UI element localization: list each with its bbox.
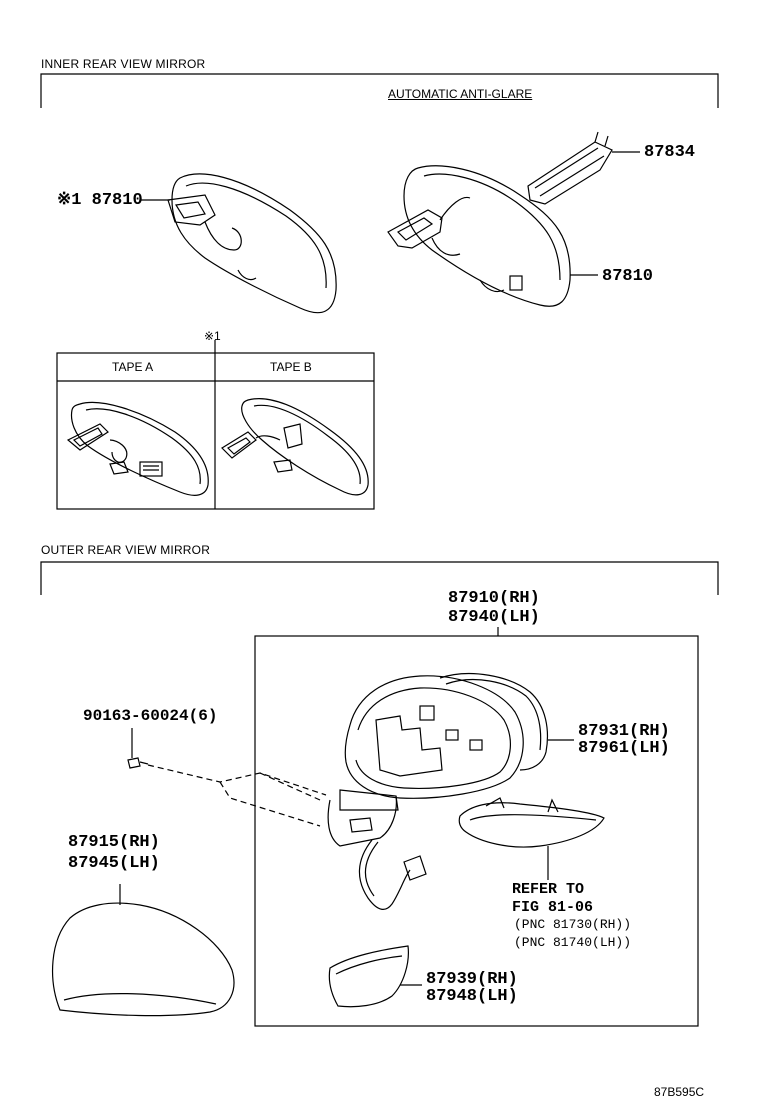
label-87810-auto: 87810 [602,267,654,286]
outer-section-title: OUTER REAR VIEW MIRROR [41,543,211,557]
tape-b-label: TAPE B [270,360,312,374]
inner-section-title: INNER REAR VIEW MIRROR [41,57,206,71]
figure-id: 87B595C [654,1085,705,1099]
tape-table [56,340,375,510]
label-87910-rh: 87910(RH) [448,589,540,608]
note-marker: ※1 [204,329,221,343]
refer-line-2: FIG 81-06 [512,899,594,916]
mirror-glass-87931 [439,672,574,771]
label-87948-lh: 87948(LH) [426,987,518,1006]
tape-a-label: TAPE A [112,360,154,374]
bracket-cover-87834 [527,131,640,205]
label-87810-standard: ※1 87810 [57,191,143,210]
refer-line-3: (PNC 81730(RH)) [514,917,632,932]
tape-a-mirror [66,401,209,496]
wire-harness [358,839,427,910]
tape-b-mirror [221,398,369,496]
outer-assembly-box [254,635,699,1027]
label-87834: 87834 [644,143,696,162]
label-87945-lh: 87945(LH) [68,854,160,873]
lower-cover-87939 [328,945,422,1008]
inner-mirror-auto [387,165,598,307]
label-87915-rh: 87915(RH) [68,833,160,852]
outer-mirror-body [327,675,524,847]
label-87939-rh: 87939(RH) [426,970,518,989]
label-screw-90163: 90163-60024(6) [83,707,218,725]
outer-section-bracket [40,561,719,595]
inner-section-bracket [40,73,719,108]
label-87961-lh: 87961(LH) [578,739,670,758]
mirror-cover-87915 [52,884,235,1017]
label-87931-rh: 87931(RH) [578,722,670,741]
fastener-dashed-lines [147,764,327,827]
refer-line-1: REFER TO [512,881,585,898]
inner-mirror-standard [140,173,337,314]
anti-glare-subtitle: AUTOMATIC ANTI-GLARE [388,87,533,101]
turn-signal [458,797,605,880]
screw-90163 [127,728,149,769]
label-87940-lh: 87940(LH) [448,608,540,627]
refer-line-4: (PNC 81740(LH)) [514,935,632,950]
